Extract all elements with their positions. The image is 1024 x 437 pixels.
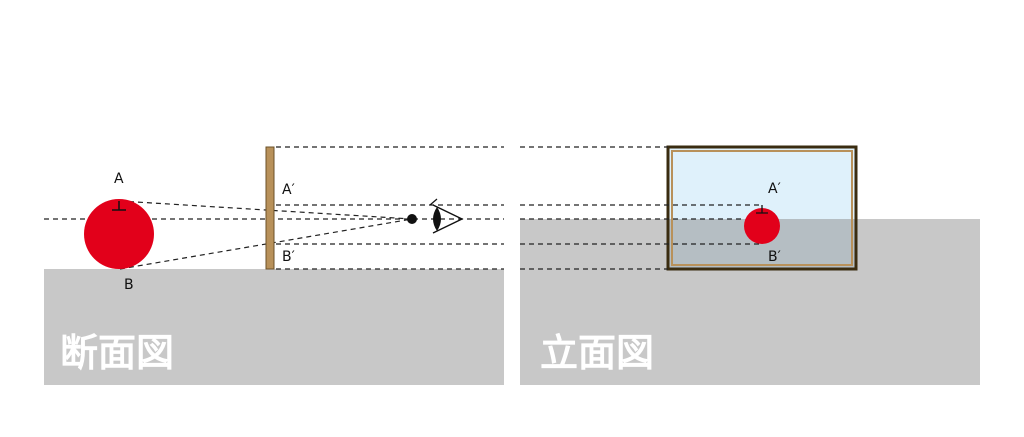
label-a: A [114, 171, 124, 187]
section-ground [44, 269, 504, 385]
projected-ball [744, 208, 780, 244]
picture-frame-inner [671, 150, 853, 266]
picture-frame [666, 145, 858, 271]
section-title: 断面図 [60, 331, 174, 375]
label-a-prime-section: A′ [282, 182, 295, 198]
label-b-prime-elevation: B′ [768, 249, 781, 265]
projected-a-marker [756, 205, 768, 214]
label-b: B [124, 277, 134, 293]
viewpoint-dot [407, 214, 417, 224]
label-b-prime-section: B′ [282, 249, 295, 265]
red-ball [84, 199, 154, 269]
label-a-prime-elevation: A′ [768, 181, 781, 197]
a-marker [112, 201, 126, 211]
picture-plane-wall [265, 146, 275, 270]
elevation-panel: 立面図 A′ B′ [520, 145, 980, 385]
elevation-title: 立面図 [540, 331, 654, 375]
section-panel: 断面図 A B A′ B′ [44, 146, 504, 385]
eye-icon [429, 198, 464, 234]
